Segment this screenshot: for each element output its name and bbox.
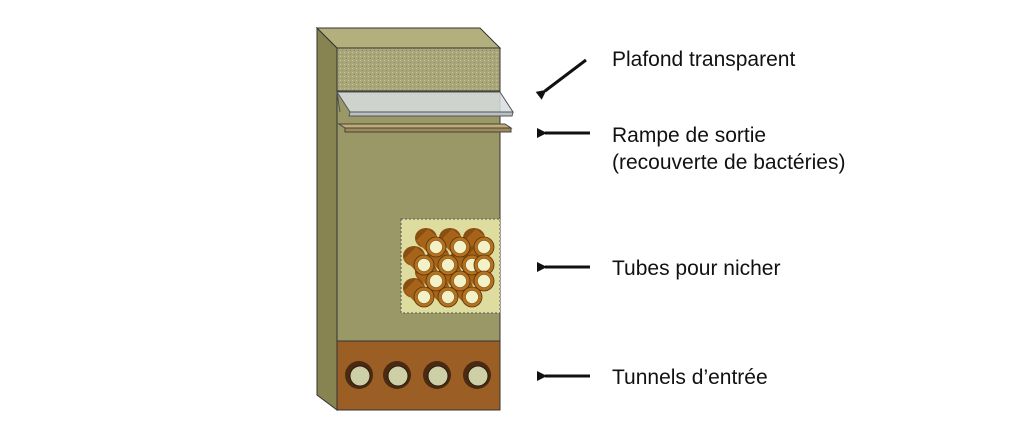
tube-opening [417, 290, 431, 304]
tunnel-opening [349, 365, 371, 387]
tunnel-opening [427, 365, 449, 387]
label-transparent-ceiling: Plafond transparent [612, 48, 796, 71]
tube-opening [417, 258, 431, 272]
nesting-tubes [403, 228, 495, 308]
label-exit-ramp-note: (recouverte de bactéries) [612, 151, 846, 174]
tube-opening [441, 290, 455, 304]
mesh-screen [336, 47, 501, 92]
tunnel-opening [467, 365, 489, 387]
label-exit-ramp: Rampe de sortie [612, 124, 767, 147]
tube-opening [477, 258, 491, 272]
transparent-ceiling [336, 91, 514, 117]
tube-opening [465, 290, 479, 304]
tube-opening [477, 240, 491, 254]
box-side-panel [316, 26, 338, 411]
tunnel-opening [387, 365, 409, 387]
label-nesting-tubes: Tubes pour nicher [612, 257, 781, 280]
tube-opening [441, 258, 455, 272]
tube-opening [477, 274, 491, 288]
tube-opening [429, 240, 443, 254]
arrow-left-icon [535, 58, 587, 100]
entrance-tunnels [345, 361, 491, 389]
exit-ramp [337, 123, 513, 133]
tube-opening [453, 274, 467, 288]
tube-opening [429, 274, 443, 288]
label-entrance-tunnels: Tunnels d’entrée [612, 366, 768, 389]
tube-opening [453, 240, 467, 254]
box-top [315, 27, 502, 49]
